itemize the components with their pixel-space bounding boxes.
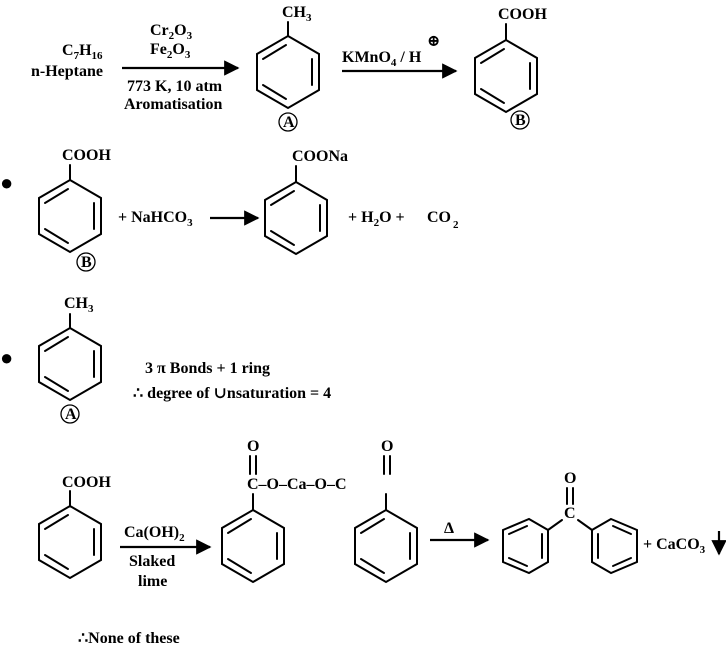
ketone-c: C [564,505,576,522]
reagent-name-slaked: Slaked [129,553,175,570]
benzophenone-ring-left [502,517,563,575]
methyl-group-2: CH3 [64,295,94,315]
label-b-2: B [81,254,92,271]
toluene-ring-a [256,21,320,110]
byproduct-caco3: + CaCO3 [643,536,706,556]
reaction-1: C7H16 n-Heptane Cr2O3 Fe2O3 773 K, 10 at… [31,4,547,132]
carboxyl-group-3: COOH [62,474,111,491]
label-circle-b-2 [76,252,96,272]
sodium-benzoate-ring [264,165,328,256]
process-text: Aromatisation [124,96,222,113]
reaction-3: COOH Ca(OH)2 Slaked lime O C–O–Ca–O–C O [38,438,726,647]
benzophenone-ring-right [577,517,638,575]
label-circle-a-2 [60,404,80,424]
reagent-caoh2: Ca(OH)2 [124,524,185,544]
label-a: A [283,114,295,131]
calcium-benzoate-chain: C–O–Ca–O–C [247,476,347,493]
label-circle-b [510,110,530,130]
reagent-nahco3: + NaHCO3 [118,209,193,229]
catalyst-fe2o3: Fe2O3 [150,41,191,61]
methyl-group: CH3 [282,4,312,24]
pi-bonds-text: 3 π Bonds + 1 ring [145,360,270,377]
ketone-o: O [564,470,576,487]
byproduct-water: + H2O + [348,209,405,229]
label-b: B [515,112,526,129]
h-plus-charge: ⊕ [427,33,440,50]
benzoic-acid-ring-b [474,23,538,114]
bullet-1: ● [0,170,13,195]
benzoic-acid-ring-3 [38,490,102,580]
carboxyl-group-2: COOH [62,147,111,164]
catalyst-cr2o3: Cr2O3 [150,22,193,42]
carboxyl-group-b: COOH [498,6,547,23]
bullet-2: ● [0,345,13,370]
calcium-benzoate-ring-left [221,493,285,584]
degree-unsaturation-text: ∴ degree of ∪nsaturation = 4 [133,385,331,402]
conclusion-text: ∴None of these [78,630,180,647]
carboxylate-group: COONa [292,148,348,165]
calcium-benzoate-ring-right [354,493,418,584]
reagent-name-lime: lime [138,573,167,590]
heptane-name: n-Heptane [31,63,103,80]
conditions-text: 773 K, 10 atm [127,78,223,95]
oxidant-text: KMnO4 / H [342,49,422,69]
unsaturation-note: ● CH3 A 3 π Bonds + 1 ring ∴ degree of ∪… [0,295,331,424]
heptane-formula: C7H16 [62,42,103,62]
label-a-2: A [65,406,77,423]
carbonyl-o-1: O [247,438,259,455]
benzoic-acid-ring-2 [38,164,102,254]
label-circle-a [278,112,298,132]
carbonyl-o-2: O [381,438,393,455]
toluene-ring-2 [38,313,102,402]
heat-symbol: Δ [444,520,454,537]
